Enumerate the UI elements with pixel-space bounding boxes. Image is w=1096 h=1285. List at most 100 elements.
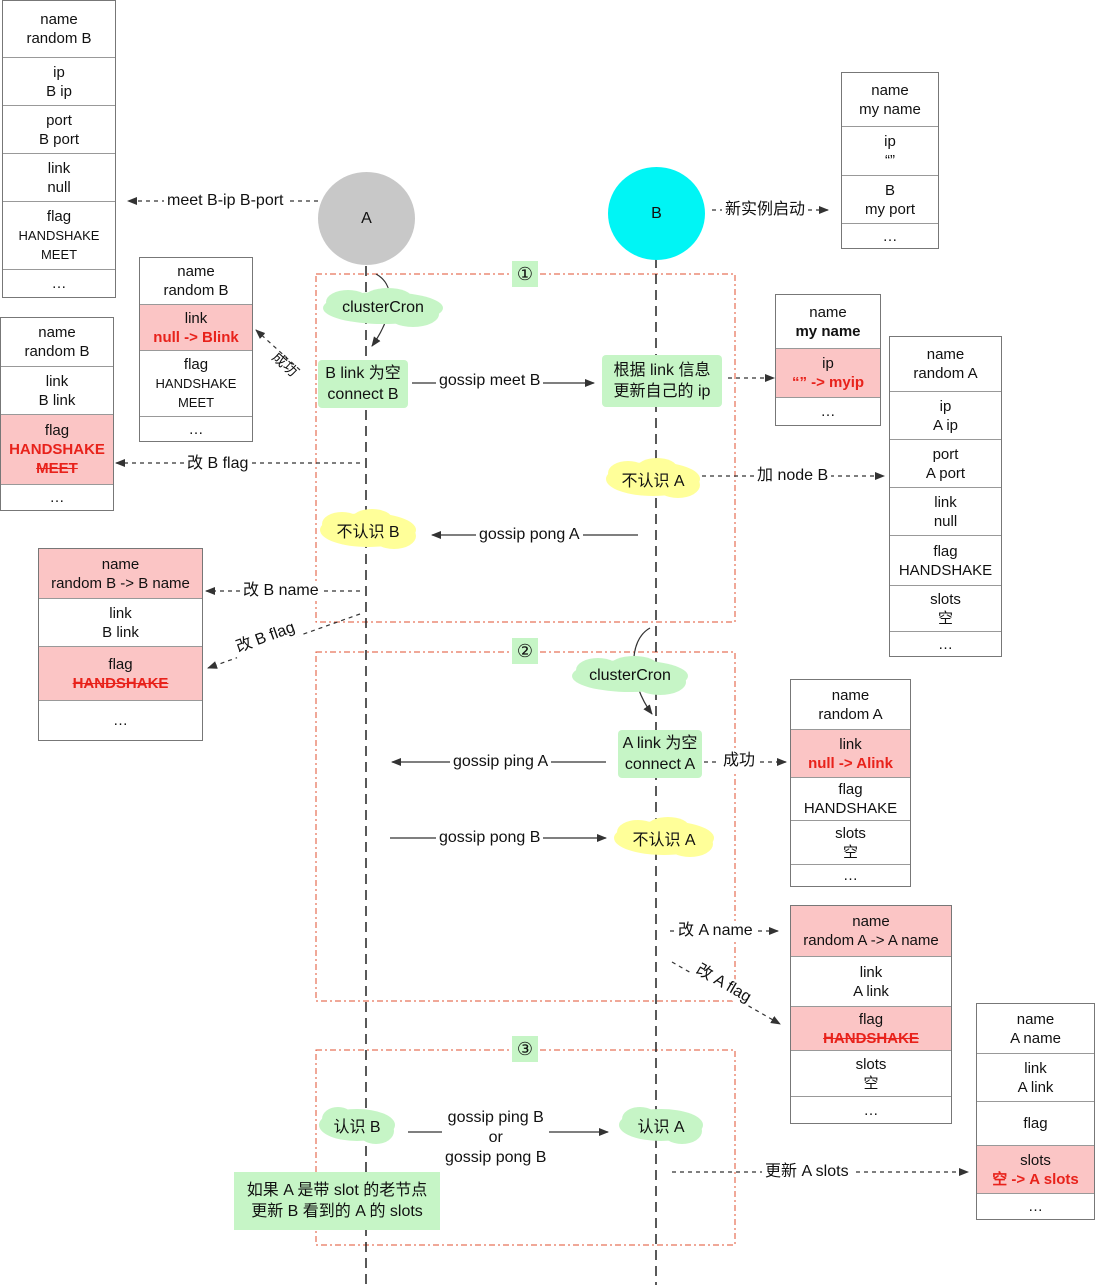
cell-key: … <box>820 403 836 420</box>
cloud-unknown-b: 不认识 B <box>316 507 420 553</box>
label-update-a-slots: 更新 A slots <box>762 1162 852 1182</box>
cell-key: … <box>938 635 953 653</box>
cloud-unknown-a-1: 不认识 A <box>602 456 704 502</box>
cell-more: … <box>776 397 880 425</box>
cell-value: random B <box>24 343 90 360</box>
cell-more: … <box>140 416 252 441</box>
cell-value: MEET <box>177 395 215 410</box>
cell-value: HANDSHAKE <box>898 561 993 579</box>
phase-1-frame <box>315 273 736 623</box>
cell-value: HANDSHAKE <box>823 1029 919 1047</box>
label-change-a-name: 改 A name <box>675 921 756 941</box>
cell-key: … <box>49 489 65 506</box>
cell-more: … <box>3 269 115 297</box>
cell-more: … <box>890 631 1001 656</box>
cell-key: ip <box>822 355 834 372</box>
cell-key: … <box>863 1101 879 1119</box>
node-b-circle: B <box>608 167 705 260</box>
cell-more: … <box>1 484 113 510</box>
cloud-shape <box>606 458 700 498</box>
cell-key: … <box>51 275 67 292</box>
cell-key: flag <box>858 1010 884 1028</box>
cell-value: 空 <box>863 1074 879 1092</box>
cell-key: ip <box>53 63 65 81</box>
phase-1-marker: ① <box>512 261 538 287</box>
cell-key: flag <box>108 655 133 673</box>
cell-key: link <box>47 159 71 177</box>
cell-value: HANDSHAKE <box>155 376 237 391</box>
label-line: or <box>488 1129 503 1146</box>
phase-2-frame <box>315 651 736 1002</box>
cell-key: flag <box>46 208 72 225</box>
cell-value: random B -> B name <box>51 574 190 592</box>
cell-key: name <box>831 686 870 704</box>
cell-ip: ip “” <box>842 126 938 175</box>
cell-value: A name <box>1010 1029 1061 1047</box>
box-update-slots-note: 如果 A 是带 slot 的老节点 更新 B 看到的 A 的 slots <box>234 1172 440 1230</box>
box-line: 根据 link 信息 <box>613 362 711 379</box>
label-change-b-flag: 改 B flag <box>184 454 252 474</box>
cell-key: name <box>177 263 215 280</box>
cell-more: … <box>39 700 202 740</box>
cell-key: flag <box>44 422 70 439</box>
cell-key: ip <box>884 133 896 150</box>
cell-value: A link <box>853 982 889 1000</box>
cell-key: link <box>1024 1059 1047 1077</box>
cloud-shape <box>572 656 688 695</box>
label-gossip-ping-a: gossip ping A <box>450 752 552 772</box>
cell-value: B ip <box>46 82 72 100</box>
cloud-know-a: 认识 A <box>616 1103 706 1147</box>
box-line: A link 为空 <box>622 735 698 752</box>
box-line: B link 为空 <box>325 365 401 382</box>
cell-value: random A -> A name <box>803 932 939 949</box>
cloud-unknown-a-2: 不认识 A <box>610 815 718 861</box>
cell-value: “” <box>885 152 895 169</box>
cell-flag: flag <box>977 1101 1094 1145</box>
cell-key: slots <box>855 1055 887 1073</box>
cell-value: random B <box>163 282 229 299</box>
cell-key: link <box>859 963 883 981</box>
box-b-link-empty: B link 为空 connect B <box>318 360 408 408</box>
cloud-shape <box>319 1107 395 1144</box>
cell-value: random A <box>913 365 978 382</box>
cell-name: name random B <box>140 258 252 304</box>
cloud-label: clusterCron <box>342 299 424 316</box>
cloud-label: 不认识 B <box>336 524 400 541</box>
cloud-know-b: 认识 B <box>316 1103 398 1147</box>
cell-more: … <box>791 1096 951 1123</box>
label-gossip-pong-b: gossip pong B <box>436 828 544 848</box>
cell-value: HANDSHAKE <box>72 674 169 692</box>
label-line: gossip ping B <box>447 1109 544 1126</box>
cell-value: 空 <box>842 843 858 861</box>
cell-key: name <box>871 81 909 99</box>
cloud-shape <box>323 288 443 327</box>
phase-2-marker: ② <box>512 638 538 664</box>
label-add-node-b: 加 node B <box>754 466 832 486</box>
label-new-instance: 新实例启动 <box>722 200 809 220</box>
cell-key: … <box>188 420 204 438</box>
cell-key: name <box>101 555 140 573</box>
cell-value: my name <box>795 322 861 340</box>
cell-more: … <box>842 223 938 248</box>
box-line: connect A <box>624 756 696 773</box>
cell-value: my port <box>864 200 915 218</box>
cloud-label: 不认识 A <box>621 473 685 490</box>
cell-key: link <box>184 309 208 327</box>
cell-more: … <box>977 1193 1094 1219</box>
